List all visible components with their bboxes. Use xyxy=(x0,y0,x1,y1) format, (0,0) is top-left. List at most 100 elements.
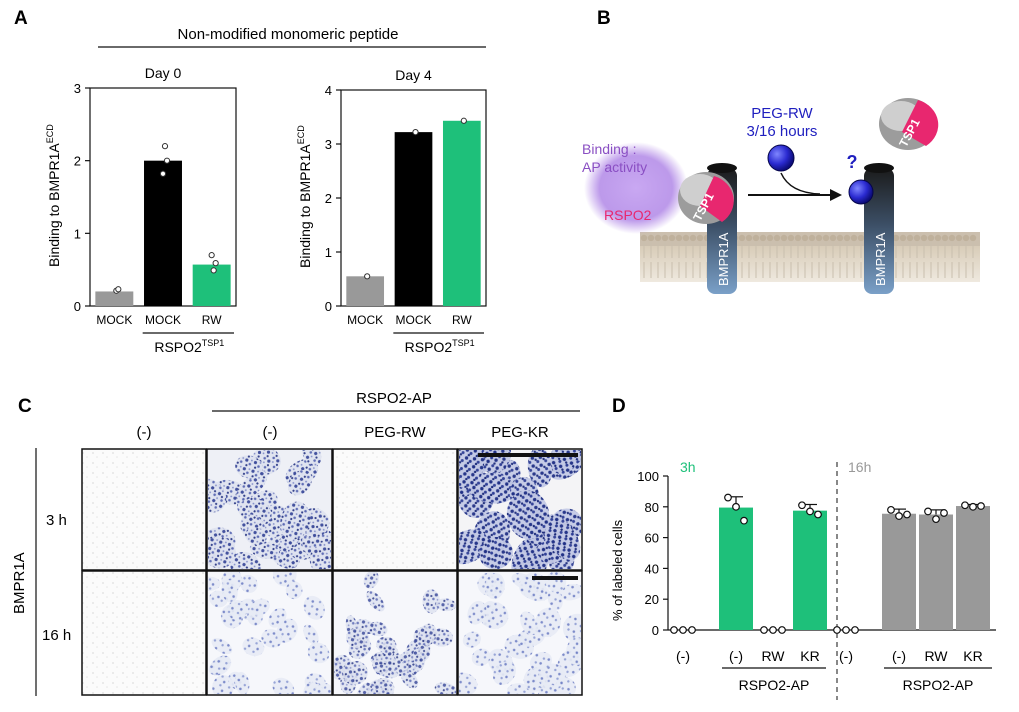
panel-letter-a: A xyxy=(14,8,28,29)
data-point xyxy=(159,170,167,177)
bar xyxy=(346,276,385,306)
data-point xyxy=(210,267,217,274)
y-tick-label: 60 xyxy=(645,531,659,546)
image-16h-pegrw-cells xyxy=(334,572,456,694)
receptor-right-label: BMPR1A xyxy=(873,232,888,286)
data-point xyxy=(769,626,777,634)
image-16h-rspo2-cells xyxy=(208,572,331,694)
binding-label-line1: Binding : xyxy=(582,141,636,157)
data-point xyxy=(364,273,371,280)
group-label-text: RSPO2 xyxy=(405,339,453,355)
bar xyxy=(956,506,990,630)
data-point xyxy=(208,252,215,259)
panel-letter-c: C xyxy=(18,396,32,417)
data-point xyxy=(806,507,814,516)
bar xyxy=(144,160,182,306)
col-label-1: (-) xyxy=(137,424,152,441)
image-3h-neg xyxy=(81,448,207,571)
data-point xyxy=(161,143,169,150)
bar xyxy=(95,291,134,306)
data-point xyxy=(814,510,822,519)
y-axis-label-sup: ECD xyxy=(296,125,306,145)
bar xyxy=(719,507,753,630)
data-point xyxy=(887,505,895,514)
data-point xyxy=(460,117,467,124)
bar xyxy=(793,510,827,630)
row-label-2: 16 h xyxy=(42,627,71,644)
panel-a-header: Non-modified monomeric peptide xyxy=(178,26,399,43)
x-tick-label: RW xyxy=(202,313,222,327)
y-tick-label: 1 xyxy=(325,245,332,260)
cell-membrane xyxy=(640,232,980,282)
row-label-1: 3 h xyxy=(46,512,67,529)
x-tick-label: MOCK xyxy=(347,313,383,327)
question-mark: ? xyxy=(847,152,858,172)
curved-arrow xyxy=(780,172,821,195)
panel-b-diagram: BMPR1A TSP1 Binding : AP activity RSPO2 … xyxy=(582,98,980,294)
data-point xyxy=(903,510,911,519)
segment-label: 3h xyxy=(680,459,696,475)
chart-title: Day 4 xyxy=(395,67,432,83)
data-point xyxy=(724,493,732,502)
x-tick-label: MOCK xyxy=(145,313,181,327)
x-tick-label: RW xyxy=(924,648,948,664)
group-label: RSPO2TSP1 xyxy=(154,338,224,355)
y-tick-label: 40 xyxy=(645,561,659,576)
y-tick-label: 0 xyxy=(325,299,332,314)
chart-title: Day 0 xyxy=(145,65,182,81)
side-label: BMPR1A xyxy=(11,552,28,614)
data-point xyxy=(842,626,850,634)
y-tick-label: 4 xyxy=(325,83,332,98)
data-point xyxy=(851,626,859,634)
data-point xyxy=(895,512,903,520)
ap-activity-glow xyxy=(584,142,688,234)
segment-label: 16h xyxy=(848,459,871,475)
data-point xyxy=(163,157,171,164)
bar xyxy=(882,513,916,630)
y-axis-label: Binding to BMPR1AECD xyxy=(45,124,62,267)
data-point xyxy=(778,626,786,634)
data-point xyxy=(740,516,748,525)
image-3h-pegrw xyxy=(332,448,458,571)
bar xyxy=(919,514,953,630)
image-16h-neg xyxy=(81,570,207,696)
x-tick-label: MOCK xyxy=(96,313,132,327)
group-label: RSPO2TSP1 xyxy=(405,338,475,355)
panel-c-top-label: RSPO2-AP xyxy=(356,390,432,407)
data-point xyxy=(924,507,932,516)
data-point xyxy=(732,502,740,511)
receptor-right: BMPR1A xyxy=(864,163,894,294)
data-point xyxy=(412,129,419,136)
bound-peg-ball xyxy=(848,179,874,205)
y-axis-label-text: Binding to BMPR1A xyxy=(46,143,62,267)
released-rspo2: TSP1 xyxy=(879,98,939,150)
rspo2-label: RSPO2 xyxy=(604,207,652,223)
bar xyxy=(394,132,433,306)
y-tick-label: 100 xyxy=(637,469,659,484)
data-point xyxy=(798,501,806,510)
rspo2-complex: TSP1 xyxy=(678,172,734,224)
group-label-text: RSPO2 xyxy=(154,339,202,355)
group-label-3h: RSPO2-AP xyxy=(739,677,810,693)
data-point xyxy=(679,626,687,634)
y-tick-label: 2 xyxy=(325,191,332,206)
image-3h-pegkr-cells xyxy=(459,450,581,569)
data-point xyxy=(760,626,768,634)
group-label-sup: TSP1 xyxy=(452,338,475,348)
y-axis-label-text: Binding to BMPR1A xyxy=(297,144,313,268)
binding-label-line2: AP activity xyxy=(582,159,647,175)
group-label-16h: RSPO2-AP xyxy=(903,677,974,693)
data-point xyxy=(833,626,841,634)
data-point xyxy=(115,286,122,293)
x-tick-label: MOCK xyxy=(396,313,432,327)
y-axis-label: % of labeled cells xyxy=(610,519,625,621)
data-point xyxy=(670,626,678,634)
x-tick-label: RW xyxy=(452,313,472,327)
y-tick-label: 80 xyxy=(645,500,659,515)
data-point xyxy=(977,502,985,510)
group-label-sup: TSP1 xyxy=(202,338,225,348)
x-tick-label: KR xyxy=(963,648,982,664)
image-16h-pegkr-cells xyxy=(459,572,581,694)
col-label-3: PEG-RW xyxy=(364,424,426,441)
